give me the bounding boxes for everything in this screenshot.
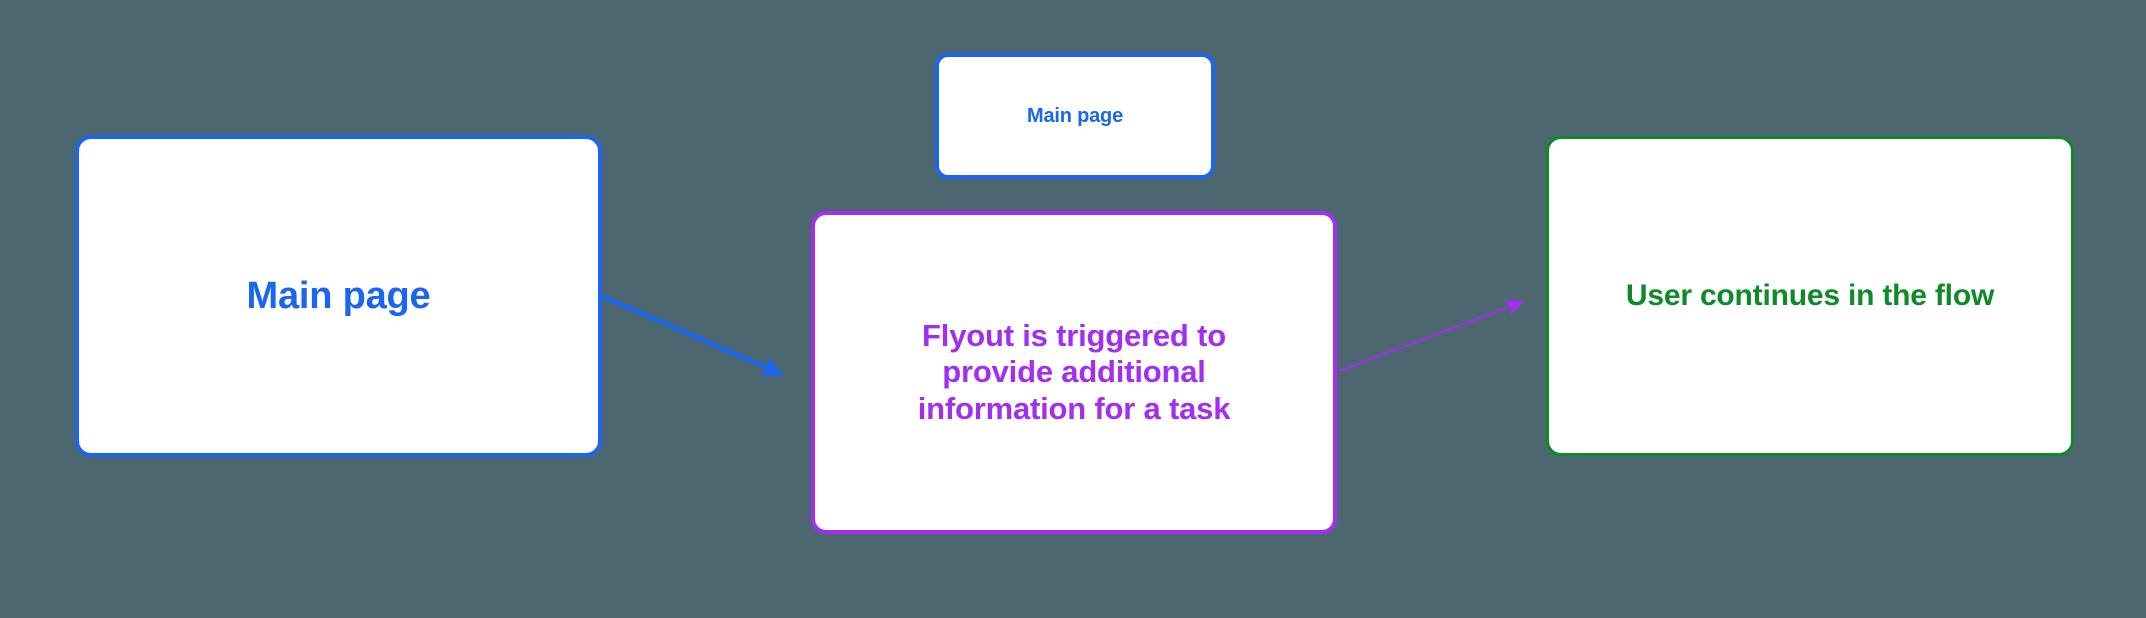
node-main-page[interactable]: Main page: [75, 135, 602, 457]
node-flyout[interactable]: Flyout is triggered to provide additiona…: [811, 211, 1337, 534]
node-user-continues-label: User continues in the flow: [1625, 278, 1995, 312]
node-user-continues[interactable]: User continues in the flow: [1546, 136, 2074, 456]
connector-main-page-to-flyout: [601, 293, 785, 377]
node-main-page-small-label: Main page: [1027, 104, 1123, 127]
node-main-page-small[interactable]: Main page: [935, 53, 1215, 179]
node-flyout-label: Flyout is triggered to provide additiona…: [917, 317, 1231, 426]
node-main-page-label: Main page: [246, 274, 431, 317]
connector-flyout-to-user-continues: [1338, 299, 1525, 373]
